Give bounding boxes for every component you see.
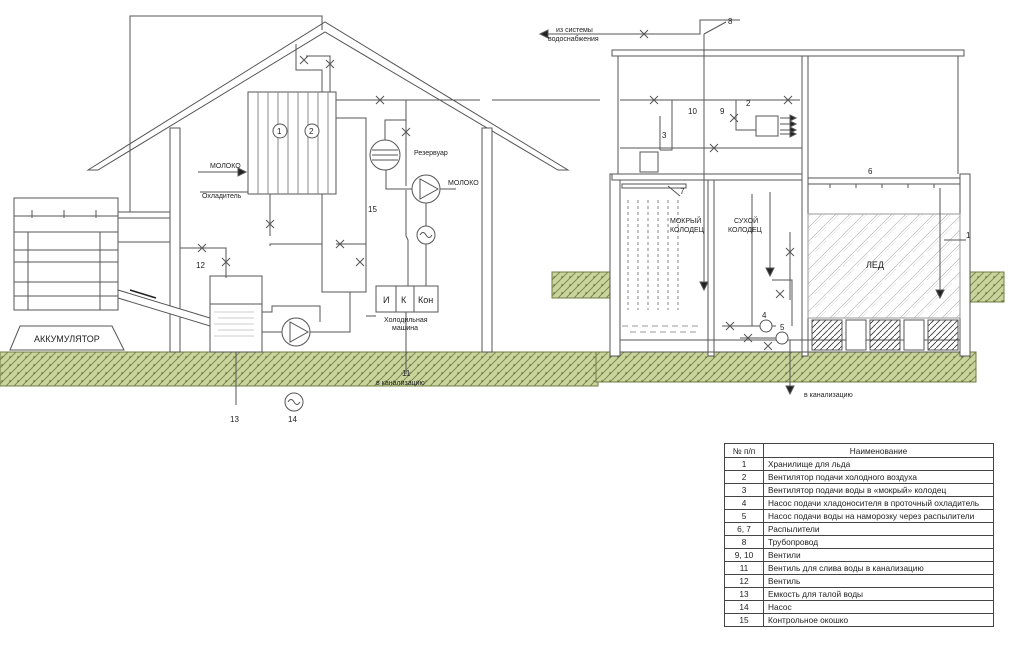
legend-row-number: 14 — [724, 600, 764, 614]
water-supply-label-2: водоснабжения — [548, 35, 599, 43]
legend-row-number: 13 — [724, 587, 764, 601]
legend-row-number: 2 — [724, 470, 764, 484]
ice-label: ЛЕД — [866, 260, 884, 270]
callout-13: 13 — [230, 415, 239, 424]
legend-header-row: № п/п Наименование — [724, 443, 994, 458]
callout-9: 9 — [720, 107, 725, 116]
tank-label: Резервуар — [414, 150, 448, 157]
callout-8: 8 — [728, 17, 733, 26]
callout-7: 7 — [680, 187, 685, 196]
callout-14: 14 — [288, 415, 297, 424]
callout-5: 5 — [780, 323, 785, 332]
callout-6: 6 — [868, 167, 873, 176]
milk-out-label: МОЛОКО — [448, 180, 479, 187]
callout-11: 11 — [402, 369, 411, 378]
legend-row-name: Распылители — [763, 522, 994, 536]
legend-row-name: Вентилятор подачи холодного воздуха — [763, 470, 994, 484]
legend-row-name: Насос подачи хладоносителя в проточный о… — [763, 496, 994, 510]
legend-row-name: Насос подачи воды на наморозку через рас… — [763, 509, 994, 523]
callout-1: 1 — [966, 231, 971, 240]
to-sewer-left-label: в канализацию — [376, 380, 425, 387]
callout-3: 3 — [662, 131, 667, 140]
legend-row-number: 15 — [724, 613, 764, 627]
legend-row-name: Трубопровод — [763, 535, 994, 549]
unit-i-label: И — [383, 295, 389, 305]
callout-12: 12 — [196, 261, 205, 270]
callout-2: 2 — [746, 99, 751, 108]
legend-row-name: Емкость для талой воды — [763, 587, 994, 601]
legend-row-name: Хранилище для льда — [763, 457, 994, 471]
milk-in-label: МОЛОКО — [210, 163, 241, 170]
dry-well-label-1: СУХОЙ — [734, 216, 758, 225]
right-building — [538, 19, 1005, 396]
legend-row-name: Насос — [763, 600, 994, 614]
refrigeration-machine-label-1: Холодильная — [384, 317, 428, 324]
unit-k-label: К — [401, 295, 407, 305]
legend-row-name: Контрольное окошко — [763, 613, 994, 627]
legend-row-name: Вентили — [763, 548, 994, 562]
legend-row-number: 8 — [724, 535, 764, 549]
callouts: 1 2 3 4 5 6 7 8 9 10 11 12 13 14 15 — [196, 17, 971, 424]
legend-header-number: № п/п — [724, 443, 764, 458]
wet-well-label-2: КОЛОДЕЦ — [670, 227, 705, 234]
callout-10: 10 — [688, 107, 697, 116]
water-supply-label-1: из системы — [556, 27, 593, 34]
left-building — [0, 15, 600, 412]
callout-15: 15 — [368, 205, 377, 214]
refrigeration-machine-label-2: машина — [392, 325, 418, 332]
legend-row-name: Вентиль — [763, 574, 994, 588]
accumulator-label: АККУМУЛЯТОР — [34, 334, 100, 344]
labels: АККУМУЛЯТОР МОЛОКО Охладитель Резервуар … — [34, 27, 884, 399]
cooler-label: Охладитель — [202, 193, 242, 200]
legend-row-number: 4 — [724, 496, 764, 510]
legend-row-number: 1 — [724, 457, 764, 471]
legend-row-number: 11 — [724, 561, 764, 575]
callout-4: 4 — [762, 311, 767, 320]
legend-row-number: 3 — [724, 483, 764, 497]
cooler-section-1-label: 1 — [277, 127, 282, 136]
legend-row-number: 9, 10 — [724, 548, 764, 562]
unit-kon-label: Кон — [418, 295, 433, 305]
legend-row-number: 5 — [724, 509, 764, 523]
cooler-section-2-label: 2 — [309, 127, 314, 136]
legend-row-number: 12 — [724, 574, 764, 588]
wet-well-label-1: МОКРЫЙ — [670, 216, 701, 225]
legend-row-name: Вентиль для слива воды в канализацию — [763, 561, 994, 575]
legend-header-name: Наименование — [763, 443, 994, 458]
to-sewer-right-label: в канализацию — [804, 392, 853, 399]
legend-row-name: Вентилятор подачи воды в «мокрый» колоде… — [763, 483, 994, 497]
legend-row-number: 6, 7 — [724, 522, 764, 536]
dry-well-label-2: КОЛОДЕЦ — [728, 227, 763, 234]
